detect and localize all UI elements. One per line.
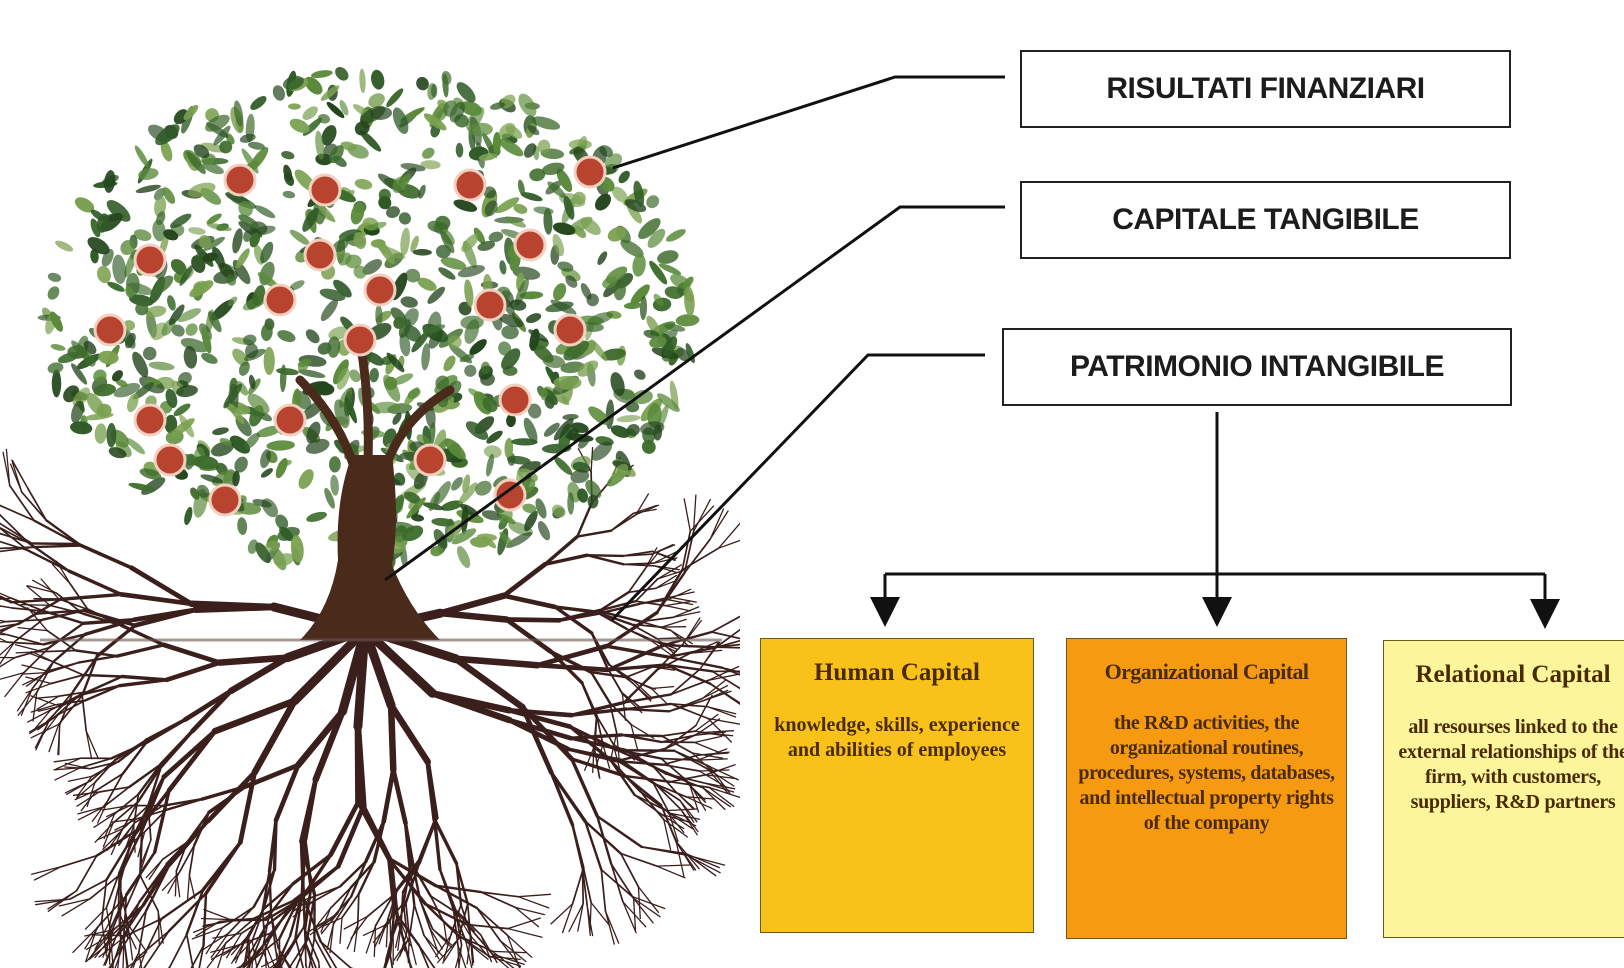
roots (0, 446, 740, 968)
risultati-finanziari-box: RISULTATI FINANZIARI (1020, 50, 1511, 128)
relational-capital-description: all resourses linked to the external rel… (1398, 716, 1624, 813)
human-capital-box: Human Capital knowledge, skills, experie… (760, 638, 1034, 933)
patrimonio-intangibile-box: PATRIMONIO INTANGIBILE (1002, 328, 1512, 406)
tree-illustration (0, 66, 740, 968)
organizational-capital-description: the R&D activities, the organizational r… (1078, 712, 1335, 834)
organizational-capital-title: Organizational Capital (1104, 659, 1309, 684)
relational-capital-box: Relational Capital all resourses linked … (1383, 640, 1624, 938)
capitale-tangibile-box: CAPITALE TANGIBILE (1020, 181, 1511, 259)
relational-capital-title: Relational Capital (1415, 661, 1611, 688)
organizational-capital-box: Organizational Capital the R&D activitie… (1066, 638, 1347, 939)
human-capital-title: Human Capital (813, 659, 980, 686)
human-capital-description: knowledge, skills, experience and abilit… (774, 714, 1020, 761)
